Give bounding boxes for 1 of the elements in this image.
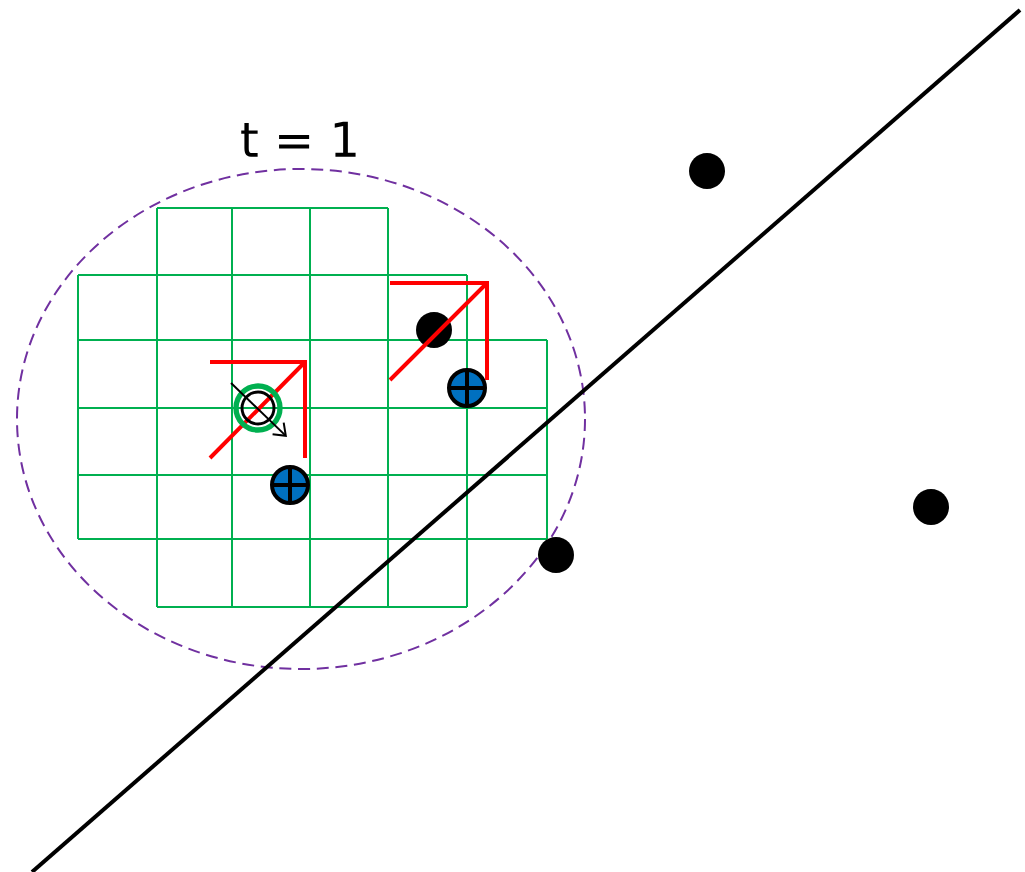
- label: t = 1: [241, 121, 356, 157]
